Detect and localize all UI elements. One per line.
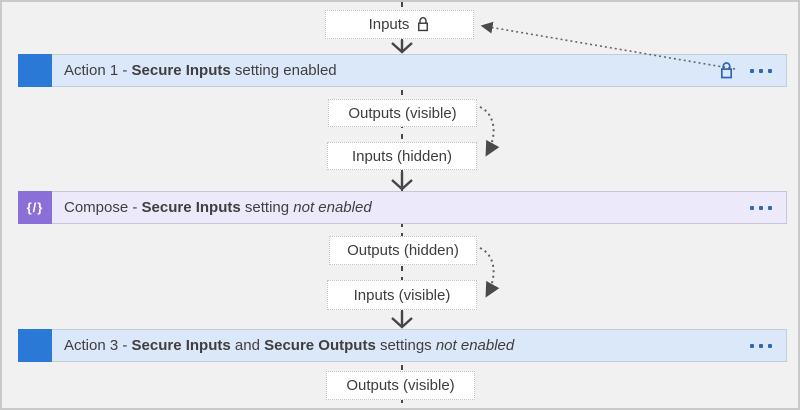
title-text-italic: not enabled <box>435 337 515 354</box>
inputs-top-box: Inputs <box>325 10 474 39</box>
inputs-hidden-box: Inputs (hidden) <box>327 142 477 170</box>
title-text: setting enabled <box>230 62 337 79</box>
title-text: Compose - <box>64 199 142 216</box>
action1-connector-icon <box>18 53 52 87</box>
dotted-curve-arrow-1 <box>479 106 500 157</box>
title-text: and <box>230 337 265 354</box>
title-text: setting <box>240 199 294 216</box>
more-options-icon[interactable] <box>750 68 772 73</box>
compose-title: Compose - Secure Inputs setting not enab… <box>64 199 372 216</box>
outputs-visible-box-1: Outputs (visible) <box>328 99 477 127</box>
lock-icon <box>416 16 430 33</box>
title-text: Action 1 - <box>64 62 132 79</box>
title-text: Action 3 - <box>64 337 132 354</box>
action3-connector-icon <box>18 328 52 362</box>
secure-lock-icon[interactable] <box>719 61 734 80</box>
down-arrow-1 <box>391 40 413 54</box>
more-options-icon[interactable] <box>750 205 772 210</box>
action3-title: Action 3 - Secure Inputs and Secure Outp… <box>64 337 514 354</box>
outputs-hidden-label: Outputs (hidden) <box>347 242 459 259</box>
down-arrow-2 <box>391 172 413 191</box>
title-text-bold: Secure Inputs <box>131 337 231 354</box>
action3-card[interactable]: Action 3 - Secure Inputs and Secure Outp… <box>18 328 787 362</box>
compose-icon: {/} <box>18 190 52 224</box>
outputs-visible-label-2: Outputs (visible) <box>346 377 455 394</box>
outputs-visible-label-1: Outputs (visible) <box>348 104 457 122</box>
title-text-bold: Secure Inputs <box>131 62 231 79</box>
more-options-icon[interactable] <box>750 343 772 348</box>
action1-card[interactable]: Action 1 - Secure Inputs setting enabled <box>18 53 787 87</box>
compose-card[interactable]: {/} Compose - Secure Inputs setting not … <box>18 190 787 224</box>
outputs-hidden-box: Outputs (hidden) <box>329 236 477 265</box>
inputs-top-label: Inputs <box>368 16 410 33</box>
inputs-visible-box: Inputs (visible) <box>327 280 477 310</box>
inputs-hidden-label: Inputs (hidden) <box>351 147 453 165</box>
title-text: settings <box>375 337 436 354</box>
inputs-visible-label: Inputs (visible) <box>353 286 451 304</box>
title-text-bold: Secure Outputs <box>264 337 376 354</box>
title-text-bold: Secure Inputs <box>141 199 241 216</box>
outputs-visible-box-2: Outputs (visible) <box>326 371 475 400</box>
action1-title: Action 1 - Secure Inputs setting enabled <box>64 62 337 79</box>
title-text-italic: not enabled <box>293 199 372 216</box>
dotted-curve-arrow-2 <box>479 247 500 298</box>
down-arrow-3 <box>391 311 413 329</box>
